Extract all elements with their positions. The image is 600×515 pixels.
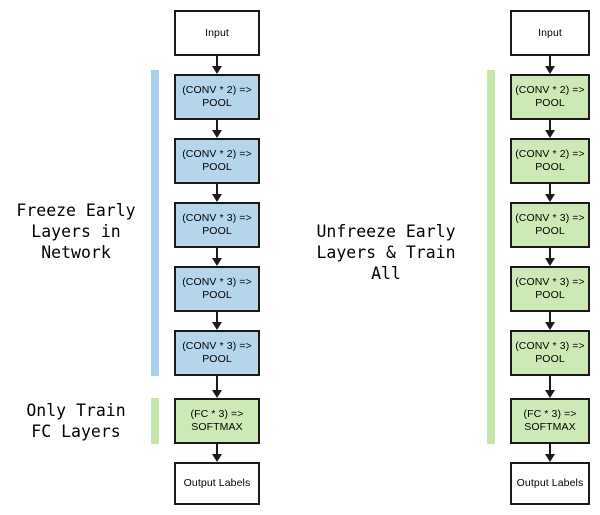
left-node-output[interactable]: Output Labels [174,462,260,505]
left-node-block3[interactable]: (CONV * 3) => POOL [174,202,260,248]
left-node-block2[interactable]: (CONV * 2) => POOL [174,138,260,184]
only-train-fc-layers-span-bar [151,398,159,444]
caption-unfreeze-early-layers: Unfreeze Early Layers & Train All [316,222,456,283]
right-node-block3[interactable]: (CONV * 3) => POOL [510,202,590,248]
right-node-block1[interactable]: (CONV * 2) => POOL [510,74,590,120]
left-node-fc[interactable]: (FC * 3) => SOFTMAX [174,398,260,444]
right-node-block2[interactable]: (CONV * 2) => POOL [510,138,590,184]
right-node-fc[interactable]: (FC * 3) => SOFTMAX [510,398,590,444]
unfreeze-all-layers-span-bar [487,70,495,444]
caption-freeze-early-layers: Freeze Early Layers in Network [16,201,136,262]
left-node-input[interactable]: Input [174,10,260,56]
freeze-early-layers-span-bar [151,70,159,376]
left-node-block4[interactable]: (CONV * 3) => POOL [174,266,260,312]
right-node-input[interactable]: Input [510,10,590,56]
right-node-block4[interactable]: (CONV * 3) => POOL [510,266,590,312]
left-node-block5[interactable]: (CONV * 3) => POOL [174,330,260,376]
caption-only-train-fc-layers: Only Train FC Layers [26,401,126,441]
left-node-block1[interactable]: (CONV * 2) => POOL [174,74,260,120]
right-node-block5[interactable]: (CONV * 3) => POOL [510,330,590,376]
right-node-output[interactable]: Output Labels [510,462,590,505]
